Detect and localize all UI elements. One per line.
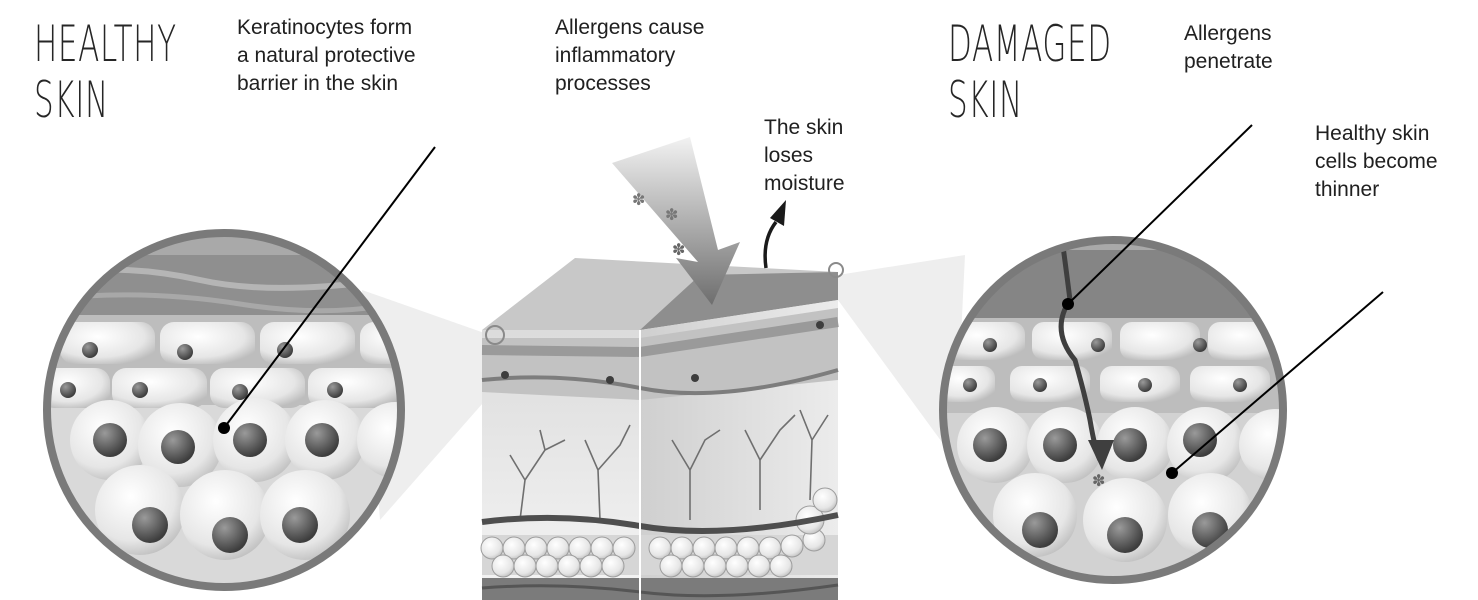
- damaged-skin-heading: DAMAGED SKIN: [948, 16, 1112, 128]
- thinner-cells-label-line3: thinner: [1315, 176, 1438, 204]
- thinner-cells-label-line1: Healthy skin: [1315, 120, 1438, 148]
- allergens-penetrate-label: Allergens penetrate: [1184, 20, 1273, 76]
- keratinocytes-label: Keratinocytes form a natural protective …: [237, 14, 416, 98]
- leader-dot-keratinocytes: [218, 422, 230, 434]
- leader-dot-thinner: [1166, 467, 1178, 479]
- damaged-heading-line2: SKIN: [948, 72, 1112, 128]
- svg-text:✽: ✽: [1092, 471, 1105, 490]
- thinner-cells-label-line2: cells become: [1315, 148, 1438, 176]
- allergens-cause-label-line2: inflammatory: [555, 42, 704, 70]
- svg-text:✽: ✽: [672, 240, 685, 259]
- healthy-skin-heading: HEALTHY SKIN: [34, 16, 177, 128]
- allergens-penetrate-label-line1: Allergens: [1184, 20, 1273, 48]
- keratinocytes-label-line1: Keratinocytes form: [237, 14, 416, 42]
- moisture-loss-label: The skin loses moisture: [764, 114, 845, 198]
- healthy-heading-line1: HEALTHY: [34, 16, 177, 72]
- healthy-heading-line2: SKIN: [34, 72, 177, 128]
- allergens-cause-label: Allergens cause inflammatory processes: [555, 14, 704, 98]
- svg-text:✽: ✽: [665, 205, 678, 224]
- svg-text:✽: ✽: [632, 190, 645, 209]
- skin-cross-section-cube: [481, 258, 843, 600]
- allergens-cause-label-line1: Allergens cause: [555, 14, 704, 42]
- moisture-loss-arrow: [765, 200, 786, 268]
- allergens-cause-label-line3: processes: [555, 70, 704, 98]
- thinner-cells-label: Healthy skin cells become thinner: [1315, 120, 1438, 204]
- damaged-heading-line1: DAMAGED: [948, 16, 1112, 72]
- leader-dot-penetrate: [1062, 298, 1074, 310]
- keratinocytes-label-line2: a natural protective: [237, 42, 416, 70]
- moisture-loss-label-line2: loses: [764, 142, 845, 170]
- moisture-loss-label-line3: moisture: [764, 170, 845, 198]
- keratinocytes-label-line3: barrier in the skin: [237, 70, 416, 98]
- moisture-loss-label-line1: The skin: [764, 114, 845, 142]
- allergens-penetrate-label-line2: penetrate: [1184, 48, 1273, 76]
- damaged-skin-magnifier: ✽: [930, 210, 1311, 600]
